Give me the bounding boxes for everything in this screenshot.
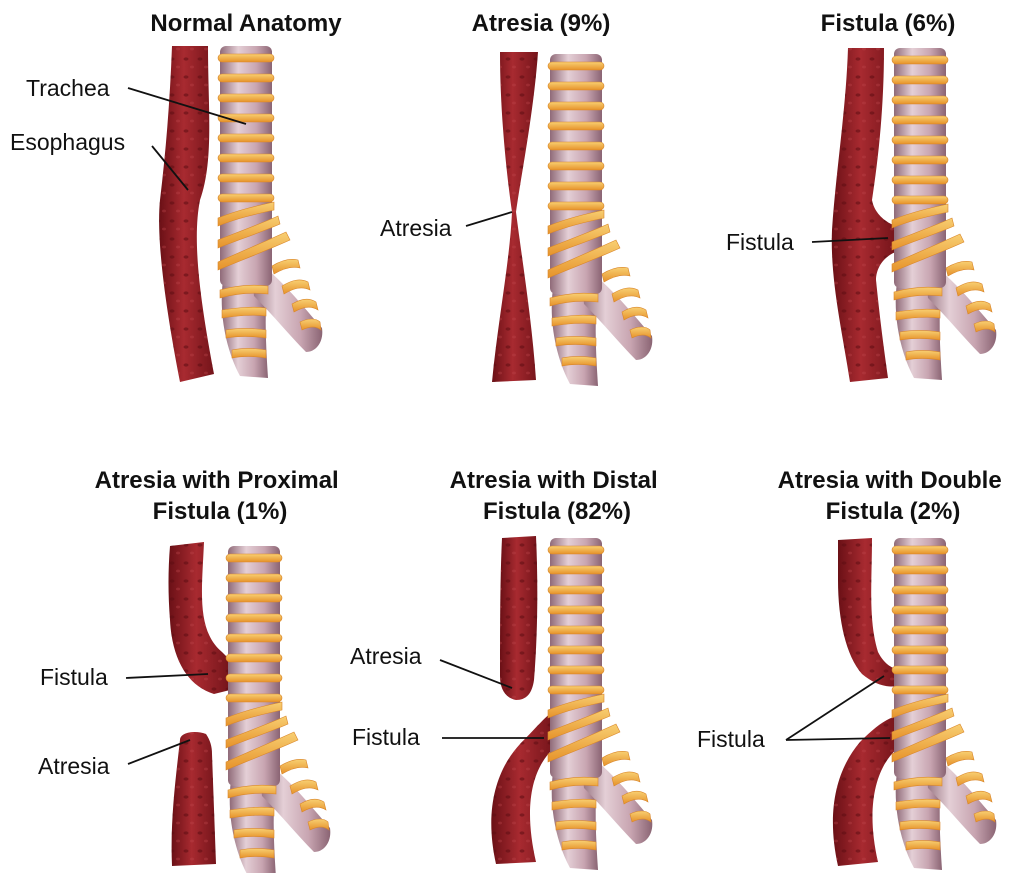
panel-title: Atresia with Double Fistula (2%) xyxy=(778,467,1009,525)
esophagus-lower-segment xyxy=(491,712,554,864)
esophagus xyxy=(492,52,538,382)
panel-title-line: Atresia with Distal xyxy=(450,467,658,494)
panel-title: Normal Anatomy xyxy=(150,10,342,37)
esophagus-upper-pouch xyxy=(169,542,231,694)
panel-atresia-distal-fistula: Atresia with Distal Fistula (82%) Atresi… xyxy=(350,467,664,870)
trachea xyxy=(218,46,322,378)
fistula-label: Fistula xyxy=(726,229,794,255)
fistula-leader-line-upper xyxy=(786,676,884,740)
esophagus-label: Esophagus xyxy=(10,129,125,155)
panel-title-line: Atresia (9%) xyxy=(472,10,611,37)
esophagus xyxy=(832,48,896,382)
fistula-label: Fistula xyxy=(40,664,108,690)
atresia-label: Atresia xyxy=(38,753,110,779)
panel-title-line: Fistula (2%) xyxy=(826,498,961,525)
panel-title-line: Fistula (6%) xyxy=(821,10,956,37)
fistula-label: Fistula xyxy=(352,724,420,750)
atresia-label: Atresia xyxy=(350,643,422,669)
panel-atresia-proximal-fistula: Atresia with Proximal Fistula (1%) Fistu… xyxy=(38,467,345,873)
panel-title-line: Normal Anatomy xyxy=(150,10,342,37)
panel-normal-anatomy: Normal Anatomy Trachea Esophagus xyxy=(10,10,342,382)
esophagus-lower-segment xyxy=(172,732,216,866)
panel-title-line: Atresia with Proximal xyxy=(95,467,339,494)
panel-title: Atresia (9%) xyxy=(472,10,611,37)
panel-title-line: Fistula (1%) xyxy=(153,498,288,525)
trachea xyxy=(892,48,996,380)
panel-atresia-double-fistula: Atresia with Double Fistula (2%) Fistula xyxy=(697,467,1008,870)
esophagus-upper-pouch xyxy=(500,536,537,700)
fistula-label: Fistula xyxy=(697,726,765,752)
trachea xyxy=(892,538,996,870)
panel-title: Atresia with Proximal Fistula (1%) xyxy=(95,467,346,525)
panel-fistula: Fistula (6%) Fistula xyxy=(726,10,996,382)
trachea xyxy=(226,546,330,873)
esophagus-upper-pouch xyxy=(838,538,898,687)
panel-title: Atresia with Distal Fistula (82%) xyxy=(450,467,665,525)
trachea-label: Trachea xyxy=(26,75,110,101)
panel-title-line: Atresia with Double xyxy=(778,467,1002,494)
trachea xyxy=(548,54,652,386)
panel-title: Fistula (6%) xyxy=(821,10,956,37)
atresia-leader-line xyxy=(466,212,512,226)
panel-atresia: Atresia (9%) Atresia xyxy=(380,10,652,386)
esophagus xyxy=(159,46,214,382)
trachea xyxy=(548,538,652,870)
panel-title-line: Fistula (82%) xyxy=(483,498,631,525)
atresia-label: Atresia xyxy=(380,215,452,241)
